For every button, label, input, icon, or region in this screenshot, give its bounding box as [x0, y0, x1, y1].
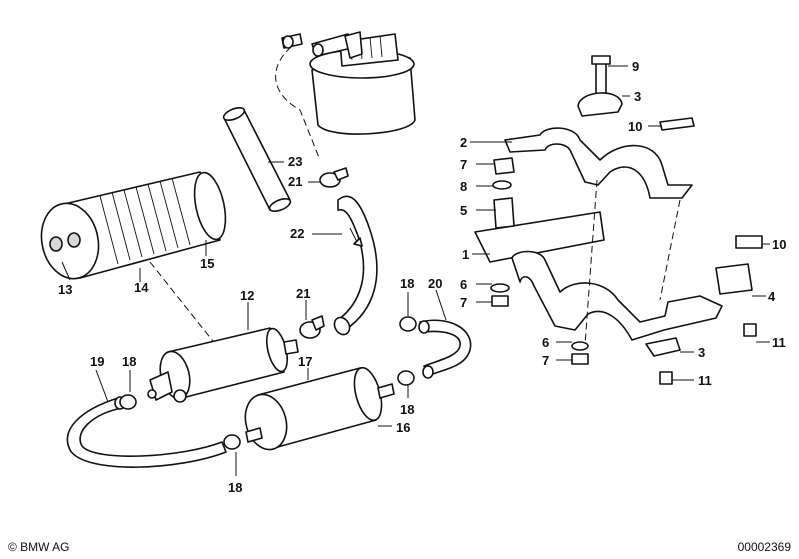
clamp-18-b	[119, 394, 137, 410]
fuel-filter-16	[244, 366, 395, 451]
callout-18-c: 18	[400, 402, 414, 417]
callout-11-a: 11	[772, 335, 786, 350]
callout-4: 4	[768, 289, 776, 304]
hardware-right	[490, 55, 763, 385]
fuel-pump-12	[147, 327, 299, 403]
callout-2: 2	[460, 135, 467, 150]
fuel-sender-unit	[275, 31, 416, 161]
hose-20	[418, 319, 472, 379]
callout-8: 8	[460, 179, 467, 194]
callout-13: 13	[58, 282, 72, 297]
callout-12: 12	[240, 288, 254, 303]
clamp-18-d	[223, 434, 241, 450]
bracket-assembly	[474, 127, 723, 357]
callout-15: 15	[200, 256, 214, 271]
copyright-brand: © BMW AG	[8, 540, 70, 554]
hose-22	[333, 195, 378, 336]
clamp-21-top	[319, 167, 349, 188]
callout-7-c: 7	[542, 353, 549, 368]
callout-10-a: 10	[628, 119, 642, 134]
callout-23: 23	[288, 154, 302, 169]
callout-21-top: 21	[288, 174, 302, 189]
callout-10-b: 10	[772, 237, 786, 252]
callout-5: 5	[460, 203, 467, 218]
hose-23	[222, 106, 292, 213]
callout-9: 9	[632, 59, 639, 74]
callout-labels: 23 21 22 15 14 13 12 21 19 18 17 18 20 1…	[58, 59, 786, 495]
callout-20: 20	[428, 276, 442, 291]
callout-16: 16	[396, 420, 410, 435]
callout-14: 14	[134, 280, 149, 295]
callout-22: 22	[290, 226, 304, 241]
clamp-18-c	[397, 370, 415, 386]
filter-sleeve-assembly	[40, 171, 227, 281]
callout-21-mid: 21	[296, 286, 310, 301]
clamp-18-a	[399, 316, 417, 332]
diagram-number: 00002369	[737, 540, 791, 554]
callout-18-d: 18	[228, 480, 242, 495]
callout-3-a: 3	[634, 89, 641, 104]
leader-lines	[95, 65, 770, 476]
hose-19	[66, 396, 227, 468]
callout-18-b: 18	[122, 354, 136, 369]
callout-19: 19	[90, 354, 104, 369]
callout-18-a: 18	[400, 276, 414, 291]
callout-11-b: 11	[698, 373, 712, 388]
callout-17: 17	[298, 354, 312, 369]
callout-7-a: 7	[460, 157, 467, 172]
callout-1: 1	[462, 247, 469, 262]
callout-7-b: 7	[460, 295, 467, 310]
callout-6-b: 6	[542, 335, 549, 350]
callout-3-b: 3	[698, 345, 705, 360]
clamp-21-mid	[299, 315, 325, 339]
callout-6-a: 6	[460, 277, 467, 292]
